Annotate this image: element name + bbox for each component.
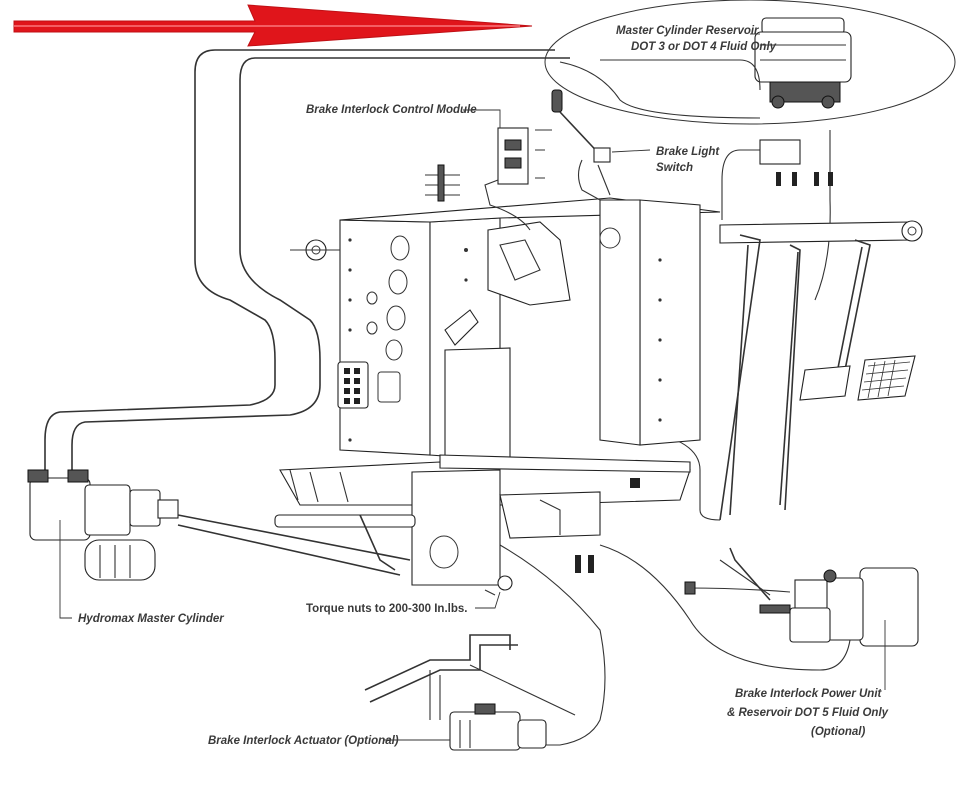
control-module <box>484 127 552 231</box>
label-reservoir-line2: DOT 3 or DOT 4 Fluid Only <box>631 41 777 53</box>
chassis-frame <box>337 197 721 471</box>
brake-lines <box>44 49 851 746</box>
brake-interlock-power-unit <box>684 567 919 647</box>
callout-labels: Master Cylinder Reservoir DOT 3 or DOT 4… <box>78 25 889 747</box>
pedal-assembly <box>719 139 923 521</box>
hydromax-master-cylinder <box>27 469 411 581</box>
fasteners <box>274 164 771 601</box>
label-control-module: Brake Interlock Control Module <box>306 104 477 116</box>
leader-lines <box>59 33 886 741</box>
label-hydromax: Hydromax Master Cylinder <box>78 613 224 625</box>
label-power-unit-line3: (Optional) <box>811 726 865 738</box>
label-power-unit-line1: Brake Interlock Power Unit <box>735 688 883 700</box>
label-actuator: Brake Interlock Actuator (Optional) <box>208 735 399 747</box>
reservoir-highlight-ellipse <box>544 0 956 125</box>
label-brake-light-line2: Switch <box>656 162 693 174</box>
red-arrow-icon <box>13 4 533 47</box>
label-brake-light-line1: Brake Light <box>656 146 720 158</box>
brake-light-switch <box>551 89 611 201</box>
label-torque-nuts: Torque nuts to 200-300 In.lbs. <box>306 603 467 615</box>
label-power-unit-line2: & Reservoir DOT 5 Fluid Only <box>727 707 889 719</box>
master-cylinder-reservoir <box>754 17 852 109</box>
brake-interlock-actuator <box>364 634 576 751</box>
label-reservoir-line1: Master Cylinder Reservoir <box>616 25 759 37</box>
